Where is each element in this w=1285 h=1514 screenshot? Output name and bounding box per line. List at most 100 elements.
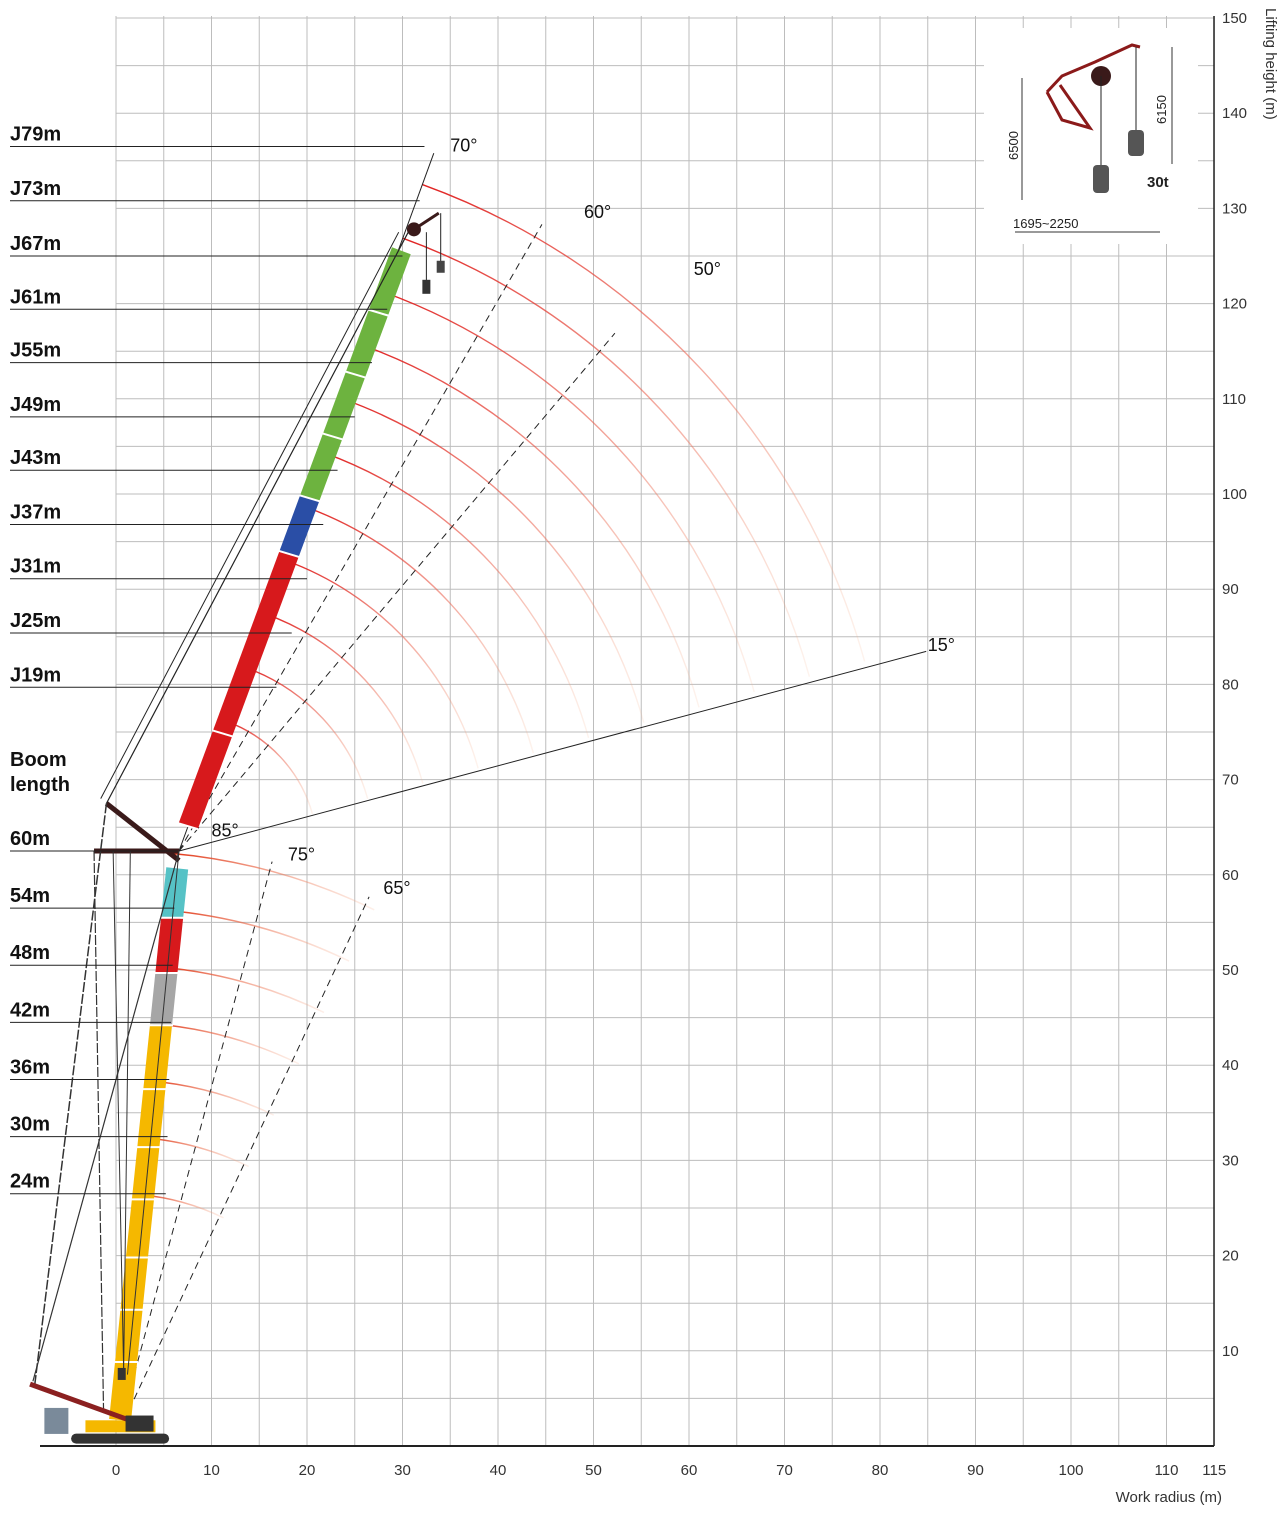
aux-hook-block [436, 260, 445, 273]
mast-base [29, 1381, 136, 1425]
boom-section-gray [150, 971, 178, 1027]
inset-hook-aux [1128, 130, 1144, 156]
inset-dim-6500: 6500 [1006, 131, 1021, 160]
y-tick-label: 70 [1222, 772, 1239, 789]
crane-structure [29, 153, 927, 1444]
boom-arc [144, 1136, 249, 1168]
x-tick-label: 115 [1202, 1462, 1226, 1479]
jib-stay-2 [100, 231, 400, 799]
jib-joint [299, 494, 320, 503]
boom-length-title: Boom [10, 749, 67, 771]
jib-angle-label: 50° [694, 259, 721, 279]
boom-length-label: 42m [10, 999, 50, 1021]
y-tick-label: 30 [1222, 1152, 1239, 1169]
jib-angle-label: 15° [928, 635, 955, 655]
boom-arc [169, 852, 375, 911]
boom-angle-label: 75° [288, 845, 315, 865]
boom-length-label: 48m [10, 942, 50, 964]
y-tick-label: 50 [1222, 962, 1239, 979]
jib-section-blue [279, 494, 320, 558]
boom-length-label: 24m [10, 1171, 50, 1193]
y-tick-label: 40 [1222, 1057, 1239, 1074]
boom-length-title: length [10, 774, 70, 796]
jib-joint [345, 370, 366, 379]
jib-length-label: J49m [10, 394, 61, 416]
height-arcs [139, 183, 866, 1219]
hook-block [422, 279, 431, 294]
jib-joint [212, 729, 233, 738]
boom-ray-65 [118, 896, 370, 1432]
x-tick-label: 40 [490, 1462, 507, 1479]
jib-length-label: J61m [10, 286, 61, 308]
x-axis-title: Work radius (m) [1116, 1489, 1222, 1506]
x-tick-label: 60 [681, 1462, 698, 1479]
counterweight-hook [117, 1367, 126, 1380]
jib-joint [322, 432, 343, 441]
jib-stay [105, 231, 409, 804]
x-tick-label: 80 [872, 1462, 889, 1479]
x-tick-label: 0 [112, 1462, 120, 1479]
jib-length-label: J73m [10, 178, 61, 200]
jib-length-label: J19m [10, 664, 61, 686]
crawler-track [71, 1433, 170, 1444]
y-tick-label: 130 [1222, 200, 1247, 217]
jib-length-label: J43m [10, 447, 61, 469]
jib-length-label: J67m [10, 233, 61, 255]
jib-arc [245, 666, 369, 800]
jib-arc [402, 237, 811, 677]
jib-angle-label: 70° [450, 135, 477, 155]
y-tick-label: 140 [1222, 105, 1247, 122]
counterweight [44, 1407, 69, 1434]
inset-hook-main [1093, 165, 1109, 193]
x-tick-label: 10 [203, 1462, 220, 1479]
y-tick-label: 120 [1222, 296, 1247, 313]
jib-arc [284, 559, 479, 769]
jib-ray-60 [178, 224, 543, 852]
jib-arc [304, 505, 535, 754]
boom-ray-75 [118, 861, 273, 1432]
boom-length-label: 30m [10, 1114, 50, 1136]
x-tick-label: 30 [394, 1462, 411, 1479]
jib-arc [382, 291, 755, 693]
jib-joint [278, 550, 300, 558]
boom-angle-label: 65° [383, 878, 410, 898]
boom-section-yellow [109, 1024, 172, 1422]
jib-length-label: J55m [10, 340, 61, 362]
boom-length-label: 60m [10, 828, 50, 850]
y-tick-label: 60 [1222, 867, 1239, 884]
jib-length-label: J79m [10, 124, 61, 146]
jib-arc [226, 720, 314, 815]
jib-length-label: J31m [10, 556, 61, 578]
y-tick-label: 10 [1222, 1343, 1239, 1360]
inset-frame [1045, 84, 1094, 131]
jib-arc [324, 452, 590, 738]
boom-arc [154, 1023, 300, 1065]
y-tick-label: 80 [1222, 676, 1239, 693]
jib-ray-50 [178, 332, 616, 852]
y-tick-label: 150 [1222, 10, 1247, 27]
jib-ray-15 [178, 650, 927, 852]
jib-length-label: J37m [10, 501, 61, 523]
y-tick-label: 20 [1222, 1248, 1239, 1265]
inset-jib-head [1045, 43, 1141, 94]
boom-angle-label: 85° [212, 821, 239, 841]
jib-length-label: J25m [10, 610, 61, 632]
mast-cable [112, 850, 125, 1370]
grid [115, 16, 1215, 1447]
jib-arc [422, 183, 866, 662]
cab [125, 1415, 154, 1432]
mast-cable-2 [123, 850, 131, 1370]
inset-dim-6150: 6150 [1154, 95, 1169, 124]
jib-arc [265, 613, 424, 784]
jib-section-red [178, 550, 299, 830]
y-tick-label: 110 [1222, 391, 1246, 408]
boom-length-label: 36m [10, 1056, 50, 1078]
y-tick-label: 90 [1222, 581, 1239, 598]
x-tick-label: 100 [1058, 1462, 1083, 1479]
jib-arc [343, 398, 645, 723]
x-tick-label: 110 [1155, 1462, 1179, 1479]
jib-head-tip [413, 211, 440, 231]
